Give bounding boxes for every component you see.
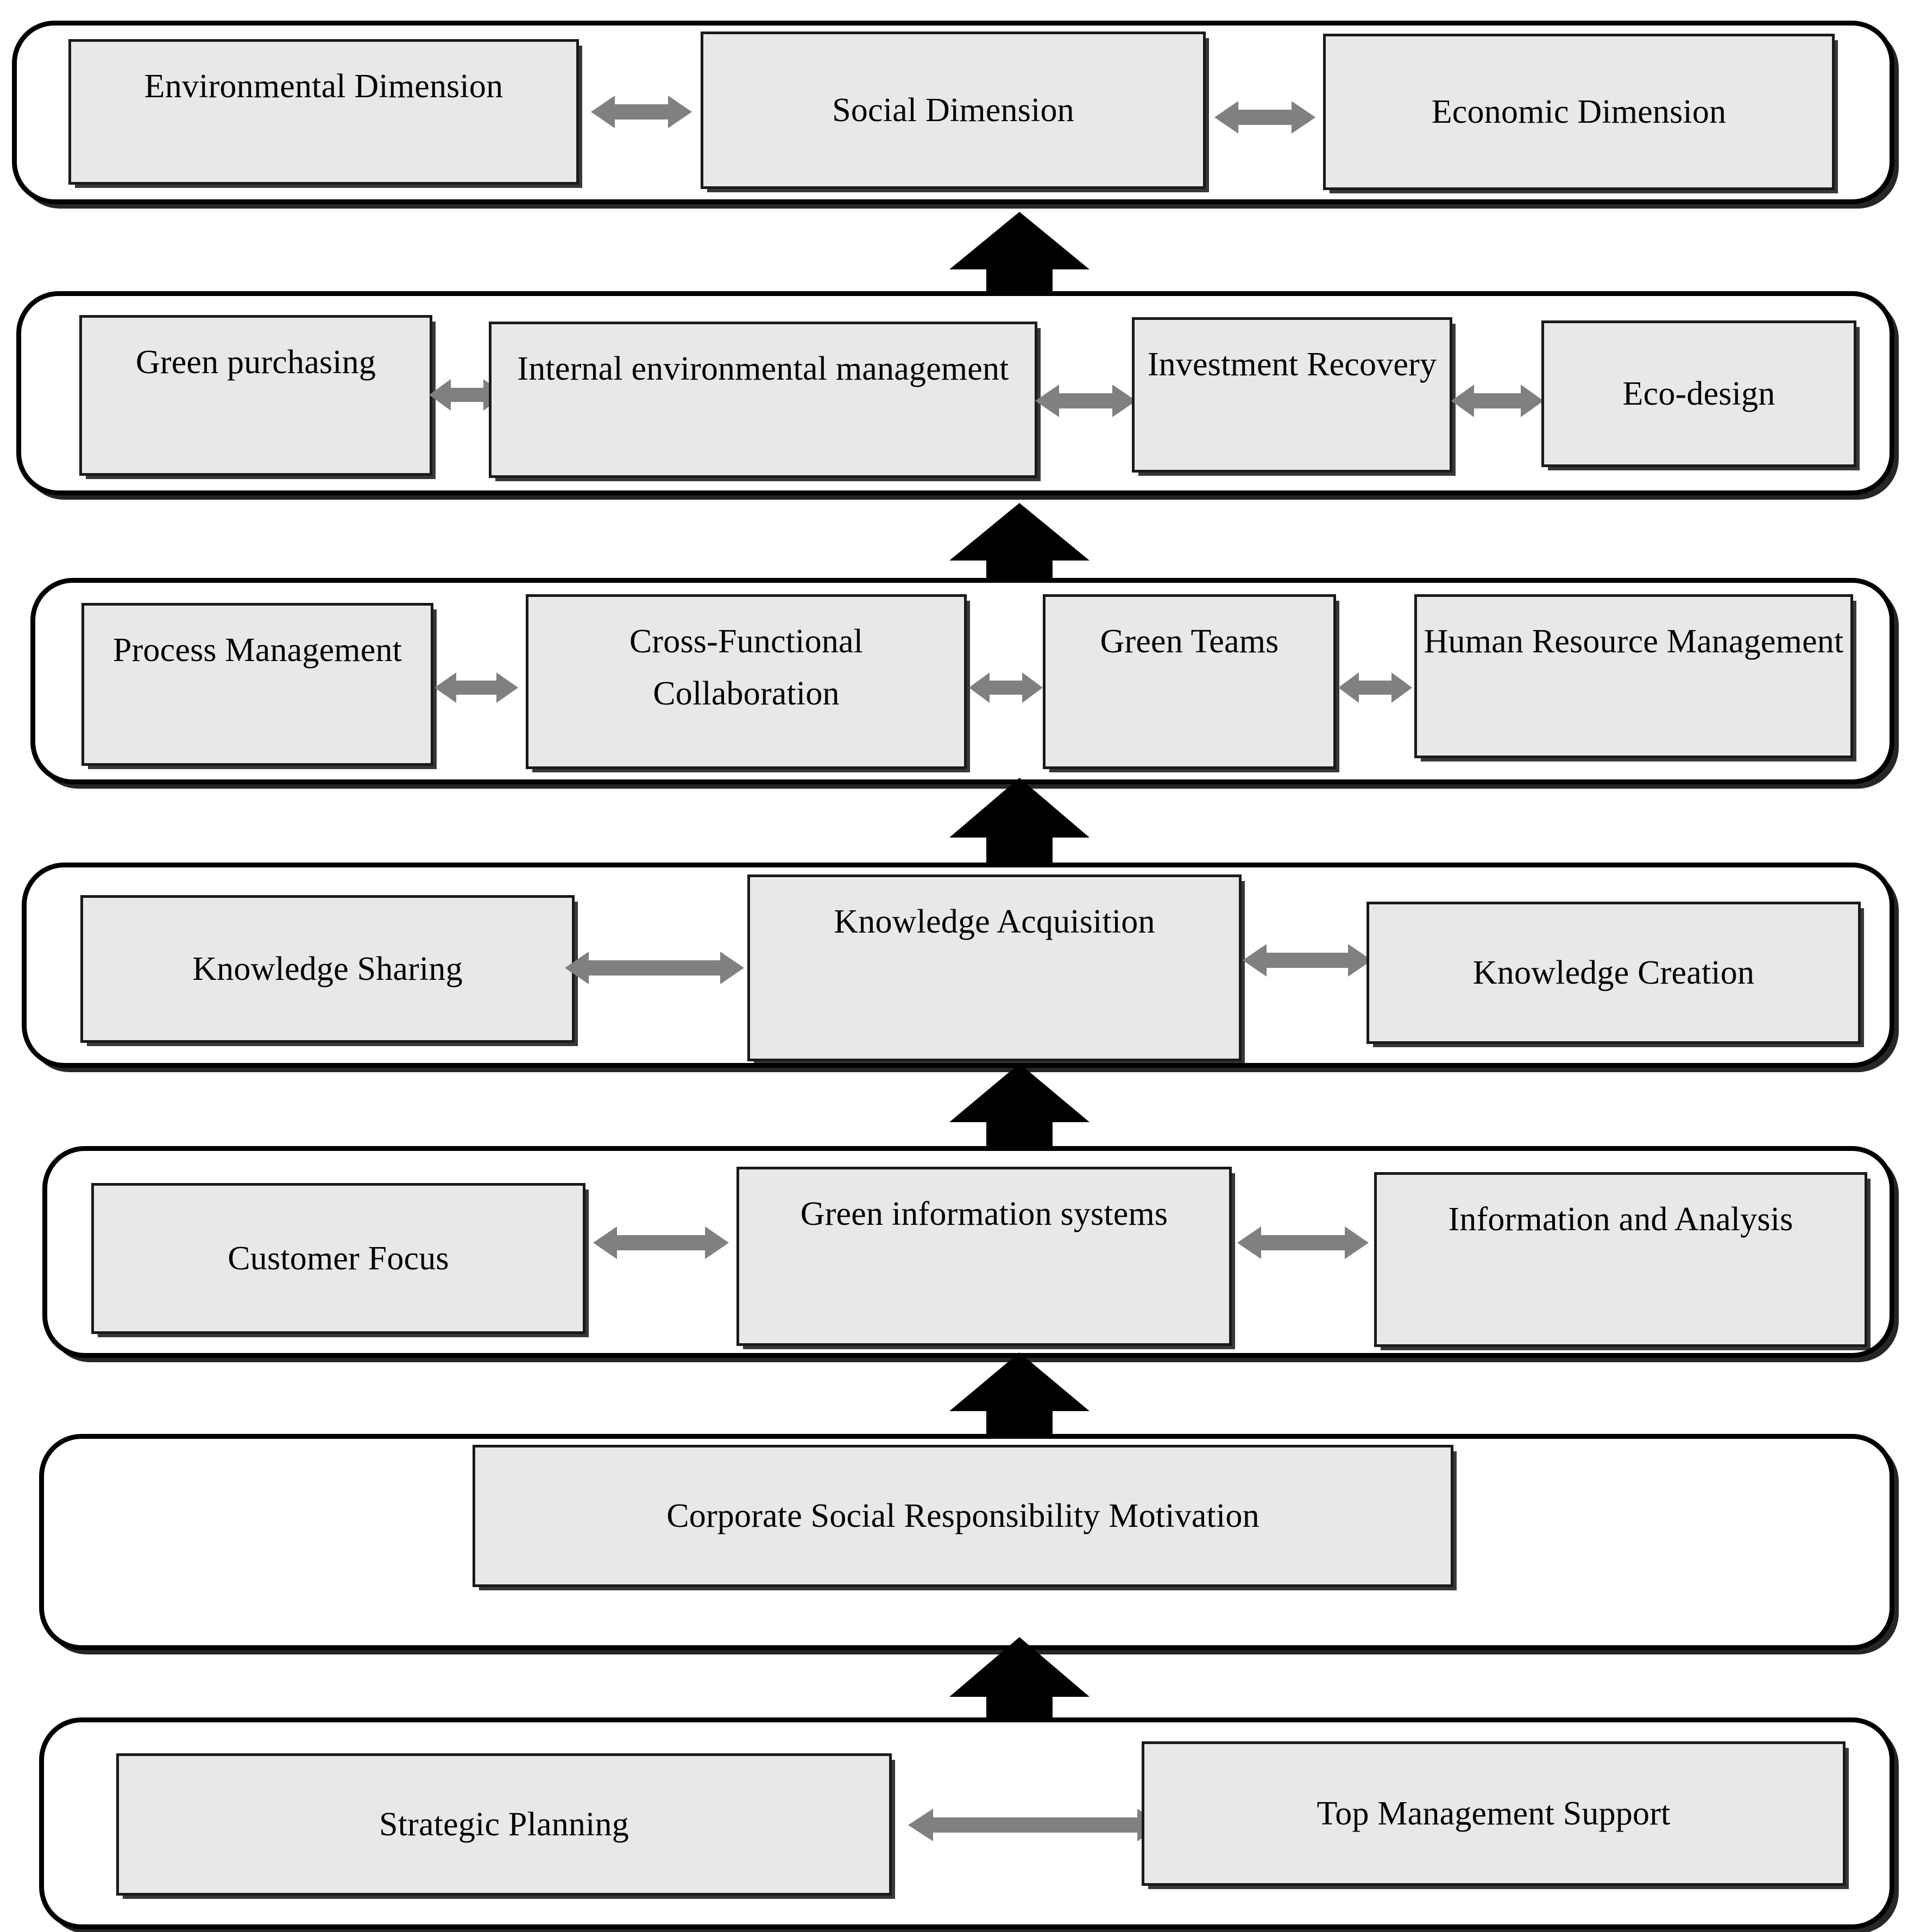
link-arrow-cross-functional-collaboration-to-green-teams xyxy=(969,672,1043,703)
link-arrow-green-purchasing-to-internal-environmental-management xyxy=(429,379,505,411)
box-information-and-analysis[interactable]: Information and Analysis xyxy=(1374,1172,1867,1347)
link-arrow-customer-focus-to-green-information-systems xyxy=(593,1226,729,1259)
box-customer-focus[interactable]: Customer Focus xyxy=(91,1183,585,1334)
link-arrow-process-management-to-cross-functional-collaboration xyxy=(434,672,518,703)
box-label: Social Dimension xyxy=(832,91,1074,129)
link-arrow-internal-environmental-management-to-investment-recovery xyxy=(1035,385,1136,417)
link-arrow-investment-recovery-to-eco-design xyxy=(1451,385,1544,417)
box-process-management[interactable]: Process Management xyxy=(81,603,433,766)
box-corporate-social-responsibility-motivation[interactable]: Corporate Social Responsibility Motivati… xyxy=(473,1445,1453,1587)
link-arrow-social-to-economic xyxy=(1214,101,1315,134)
link-arrow-knowledge-sharing-to-knowledge-acquisition xyxy=(565,952,744,984)
link-arrow-strategic-planning-to-top-management-support xyxy=(908,1809,1162,1841)
link-arrow-green-information-systems-to-information-and-analysis xyxy=(1237,1226,1369,1259)
box-knowledge-creation[interactable]: Knowledge Creation xyxy=(1366,902,1861,1044)
box-environmental-dimension[interactable]: Environmental Dimension xyxy=(68,39,579,185)
box-label: Strategic Planning xyxy=(379,1805,629,1843)
box-label: Customer Focus xyxy=(228,1239,449,1277)
box-knowledge-sharing[interactable]: Knowledge Sharing xyxy=(80,895,575,1043)
box-internal-environmental-management[interactable]: Internal environmental management xyxy=(489,322,1037,478)
flow-arrow-knowledge-management-to-organisational-practices xyxy=(949,778,1090,865)
box-strategic-planning[interactable]: Strategic Planning xyxy=(116,1753,892,1896)
box-label: Knowledge Acquisition xyxy=(834,903,1155,940)
box-green-information-systems[interactable]: Green information systems xyxy=(736,1167,1232,1346)
box-label: Eco-design xyxy=(1622,375,1775,412)
box-knowledge-acquisition[interactable]: Knowledge Acquisition xyxy=(747,874,1242,1061)
flow-arrow-organisational-practices-to-green-supply-chain-practices xyxy=(949,503,1090,586)
box-label: Economic Dimension xyxy=(1431,93,1727,130)
box-label: Investment Recovery xyxy=(1147,346,1437,383)
box-label: Cross-Functional Collaboration xyxy=(629,623,864,713)
flow-arrow-leadership-to-motivation xyxy=(949,1637,1090,1723)
box-human-resource-management[interactable]: Human Resource Management xyxy=(1414,594,1853,758)
box-label: Human Resource Management xyxy=(1424,623,1844,660)
box-label: Internal environmental management xyxy=(517,350,1009,387)
box-label: Environmental Dimension xyxy=(144,68,503,105)
box-label: Corporate Social Responsibility Motivati… xyxy=(666,1497,1260,1534)
box-label: Green purchasing xyxy=(135,344,376,381)
box-label: Knowledge Sharing xyxy=(192,950,463,987)
box-investment-recovery[interactable]: Investment Recovery xyxy=(1132,317,1452,473)
box-label: Process Management xyxy=(112,632,402,669)
box-cross-functional-collaboration[interactable]: Cross-Functional Collaboration xyxy=(526,594,967,769)
flow-arrow-information-systems-to-knowledge-management xyxy=(949,1063,1090,1148)
box-label: Information and Analysis xyxy=(1448,1201,1793,1238)
link-arrow-knowledge-acquisition-to-knowledge-creation xyxy=(1243,944,1372,977)
flow-arrow-motivation-to-information-systems xyxy=(949,1352,1090,1437)
box-social-dimension[interactable]: Social Dimension xyxy=(701,32,1206,189)
box-label: Knowledge Creation xyxy=(1472,954,1755,991)
link-arrow-environmental-to-social xyxy=(591,96,692,128)
box-eco-design[interactable]: Eco-design xyxy=(1541,320,1856,467)
box-top-management-support[interactable]: Top Management Support xyxy=(1142,1741,1846,1886)
box-green-teams[interactable]: Green Teams xyxy=(1043,594,1336,769)
box-label: Top Management Support xyxy=(1317,1795,1671,1832)
link-arrow-green-teams-to-human-resource-management xyxy=(1338,672,1412,703)
box-label: Green information systems xyxy=(800,1195,1168,1232)
box-economic-dimension[interactable]: Economic Dimension xyxy=(1323,34,1835,190)
flow-arrow-green-supply-chain-practices-to-sustainability-dimensions xyxy=(949,212,1090,294)
box-green-purchasing[interactable]: Green purchasing xyxy=(79,315,432,476)
box-label: Green Teams xyxy=(1100,623,1279,660)
